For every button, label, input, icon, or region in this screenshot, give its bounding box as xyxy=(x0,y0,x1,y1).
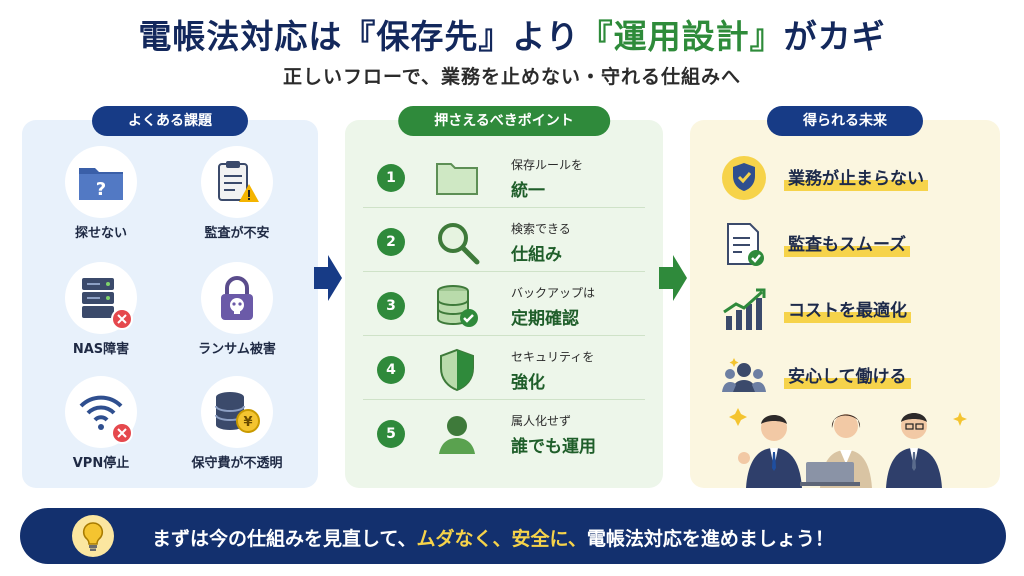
step-caption: バックアップは xyxy=(511,286,596,300)
lightbulb-icon xyxy=(72,515,114,557)
folder-icon xyxy=(436,163,478,195)
search-icon xyxy=(438,223,480,265)
step-number: 3 xyxy=(377,292,405,320)
issue-item: NAS障害 xyxy=(36,262,166,357)
chart-up-icon xyxy=(723,288,766,330)
future-item: 安心して働ける xyxy=(720,350,980,400)
future-item: コストを最適化 xyxy=(720,284,980,334)
issue-label: NAS障害 xyxy=(72,342,130,357)
issue-item: ランサム被害 xyxy=(172,262,302,357)
team-icon xyxy=(722,358,766,392)
step-title: 仕組み xyxy=(511,245,562,265)
issue-label: 探せない xyxy=(74,226,127,241)
step-number: 1 xyxy=(377,164,405,192)
future-label: コストを最適化 xyxy=(784,296,911,323)
issues-heading: よくある課題 xyxy=(92,106,248,136)
shield-check-icon xyxy=(722,156,766,200)
step-number: 2 xyxy=(377,228,405,256)
issues-panel: よくある課題 ? 探せない 監査が不安 xyxy=(22,106,318,488)
arrow-right-icon xyxy=(314,255,342,301)
page-subtitle: 正しいフローで、業務を止めない・守れる仕組みへ xyxy=(282,66,742,88)
issue-item: 監査が不安 xyxy=(172,146,302,241)
step-caption: 属人化せず xyxy=(511,414,572,428)
document-check-icon xyxy=(727,223,764,266)
shield-icon xyxy=(440,348,474,392)
step-item: 4 セキュリティを 強化 xyxy=(363,338,645,400)
future-panel: 得られる未来 業務が止まらない 監査もスムーズ コストを最適化 xyxy=(690,106,1000,488)
database-yen-icon: ¥ xyxy=(201,376,273,448)
step-number: 4 xyxy=(377,356,405,384)
step-caption: 保存ルールを xyxy=(511,158,584,172)
future-item: 監査もスムーズ xyxy=(720,218,980,268)
issue-item: ¥ 保守費が不透明 xyxy=(172,376,302,471)
title-part-1: 電帳法対応は『保存先』より xyxy=(138,17,580,56)
svg-text:¥: ¥ xyxy=(243,415,252,430)
points-heading: 押さえるべきポイント xyxy=(398,106,610,136)
future-label: 監査もスムーズ xyxy=(784,230,911,257)
banner-highlight: ムダなく、安全に、 xyxy=(416,528,587,550)
issue-label: VPN停止 xyxy=(72,456,130,471)
banner-message: まずは今の仕組みを見直して、ムダなく、安全に、電帳法対応を進めましょう！ xyxy=(152,524,834,551)
locked-skull-icon xyxy=(201,262,273,334)
error-badge-icon xyxy=(111,422,133,444)
database-check-icon xyxy=(437,285,478,327)
user-icon xyxy=(439,416,475,454)
step-title: 統一 xyxy=(511,181,545,201)
folder-question-icon: ? xyxy=(65,146,137,218)
points-panel: 押さえるべきポイント 1 保存ルールを 統一 2 検索できる 仕組み 3 xyxy=(345,106,663,488)
future-item: 業務が止まらない xyxy=(720,152,980,202)
step-item: 5 属人化せず 誰でも運用 xyxy=(363,402,645,464)
clipboard-warning-icon xyxy=(201,146,273,218)
step-title: 強化 xyxy=(511,373,545,393)
step-item: 3 バックアップは 定期確認 xyxy=(363,274,645,336)
error-badge-icon xyxy=(111,308,133,330)
svg-text:?: ? xyxy=(96,179,106,200)
future-label: 業務が止まらない xyxy=(784,164,928,191)
page-title: 電帳法対応は『保存先』より『運用設計』がカギ xyxy=(0,10,1024,58)
issue-item: ? 探せない xyxy=(36,146,166,241)
banner-part-3: 電帳法対応を進めましょう！ xyxy=(586,528,834,550)
step-item: 2 検索できる 仕組み xyxy=(363,210,645,272)
title-highlight: 『運用設計』 xyxy=(579,17,784,56)
future-label: 安心して働ける xyxy=(784,362,911,389)
step-caption: 検索できる xyxy=(511,222,571,236)
issue-label: ランサム被害 xyxy=(198,342,276,357)
step-title: 誰でも運用 xyxy=(511,437,596,457)
step-caption: セキュリティを xyxy=(511,350,595,364)
future-heading: 得られる未来 xyxy=(767,106,923,136)
issue-item: VPN停止 xyxy=(36,376,166,471)
business-team-illustration xyxy=(729,408,967,488)
arrow-right-icon xyxy=(659,255,687,301)
wifi-off-icon xyxy=(65,376,137,448)
title-part-3: がカギ xyxy=(783,17,886,56)
call-to-action-banner: まずは今の仕組みを見直して、ムダなく、安全に、電帳法対応を進めましょう！ xyxy=(20,508,1006,564)
issue-label: 監査が不安 xyxy=(204,226,270,241)
step-item: 1 保存ルールを 統一 xyxy=(363,146,645,208)
banner-part-1: まずは今の仕組みを見直して、 xyxy=(152,528,417,550)
server-error-icon xyxy=(65,262,137,334)
step-number: 5 xyxy=(377,420,405,448)
issue-label: 保守費が不透明 xyxy=(191,456,283,471)
step-title: 定期確認 xyxy=(511,309,579,329)
